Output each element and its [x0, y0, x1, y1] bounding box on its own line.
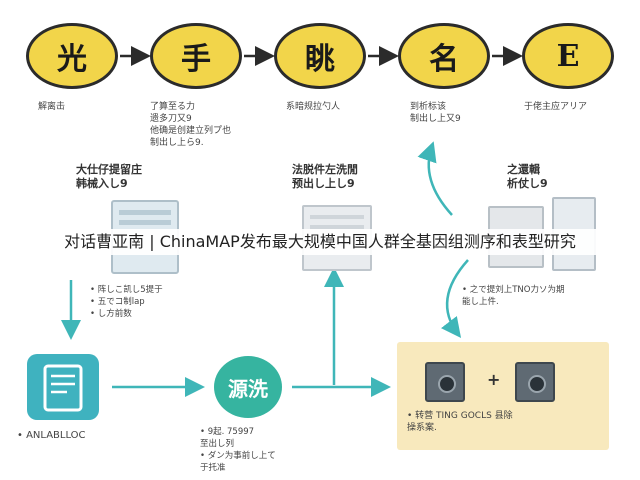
bottom-left-label: • ANLABLLOC: [17, 430, 86, 441]
stage-caption-2: 了算至る力 遗多刀又9 他确是创建立列プ也 制出し上ら9.: [150, 102, 232, 148]
stage-caption-5: 于佬主应アリア: [524, 102, 588, 112]
stage-caption-4: 到析标该 制出し上又9: [410, 102, 461, 124]
arrow-curve-up: [417, 141, 453, 216]
overlay-title: 对话曹亚南 | ChinaMAP发布最大规模中国人群全基因组测序和表型研究: [0, 229, 640, 255]
stage-caption-3: 系暗规拉勺人: [286, 102, 341, 112]
note-left-mid: • 阵しこ凯し5提于 • 五でコ制lap • し方前数: [90, 285, 163, 319]
module-cube-left-icon: [425, 362, 465, 402]
plus-sign: +: [487, 370, 501, 389]
output-panel: + • 转营 TING GOCLS 县除 操系案.: [397, 342, 609, 450]
process-circle: 源洗: [214, 356, 282, 418]
stage-circle-5: E: [522, 23, 614, 89]
mid-center-label: 法脱件左洗閒 预出し上し9: [292, 163, 358, 190]
stage-circle-3: 眺: [274, 23, 366, 89]
arrow-curve-down: [440, 259, 469, 338]
mid-right-label: 之還輯 析仗し9: [507, 163, 548, 190]
bottom-center-note: • 9起. 75997 至出し列 • ダン为事前し上て 于托准: [200, 427, 276, 473]
stage-circle-1: 光: [26, 23, 118, 89]
stage-circle-2: 手: [150, 23, 242, 89]
stage-caption-1: 解离击: [38, 102, 66, 112]
document-box-icon: [27, 354, 99, 420]
output-caption: • 转营 TING GOCLS 县除 操系案.: [407, 411, 513, 433]
mid-left-label: 大仕仔提留庄 韩械入し9: [76, 163, 142, 190]
module-cube-right-icon: [515, 362, 555, 402]
stage-circle-4: 名: [398, 23, 490, 89]
note-right-mid: • 之で提刘上TNO力ソ为期 能し上件.: [462, 285, 565, 307]
